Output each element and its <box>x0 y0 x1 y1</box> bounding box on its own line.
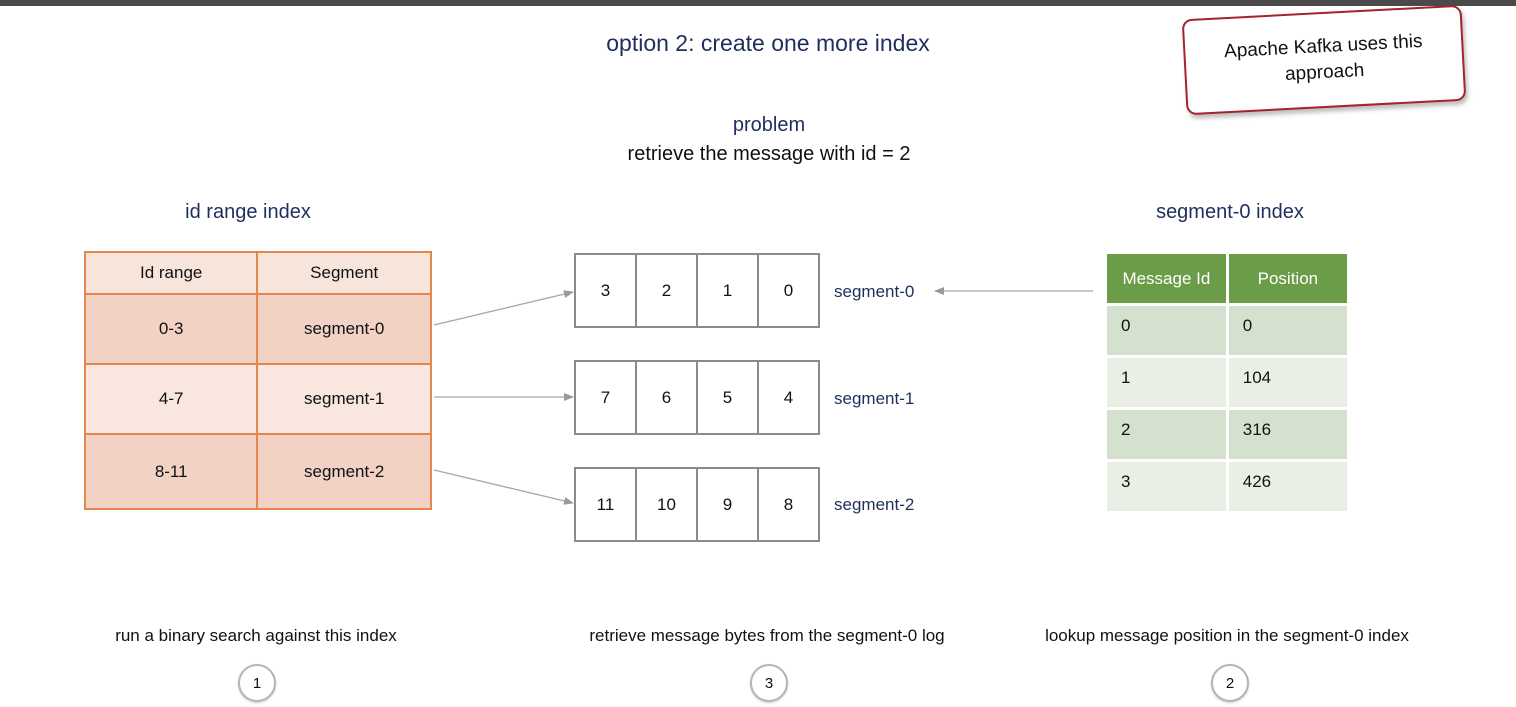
message-cell: 4 <box>783 387 794 407</box>
segment-0-label: segment-0 <box>834 282 915 301</box>
table-header: Position <box>1228 254 1347 303</box>
segment-2-log: 11 10 9 8 <box>574 467 820 542</box>
segment-0-index-table: Message Id Position 0 0 1 104 2 316 3 42… <box>1104 251 1350 514</box>
table-row: 4-7 segment-1 <box>83 363 432 435</box>
segment-2-label: segment-2 <box>834 495 915 514</box>
table-cell: 3 <box>1107 462 1226 511</box>
table-cell: 1 <box>1107 358 1226 407</box>
table-cell: 2 <box>1107 410 1226 459</box>
top-bar <box>0 0 1516 6</box>
caption-lookup-position: lookup message position in the segment-0… <box>1045 626 1409 645</box>
table-header: Id range <box>83 251 259 295</box>
table-cell: 0 <box>1107 306 1226 355</box>
table-cell: 104 <box>1228 358 1347 407</box>
message-cell: 9 <box>698 469 759 540</box>
segment-0-log: 3 2 1 0 <box>574 253 820 328</box>
table-cell: 8-11 <box>83 433 259 510</box>
step-3-badge: 3 <box>750 664 788 702</box>
message-cell: 2 <box>637 255 698 326</box>
segment-1-log: 7 6 5 4 <box>574 360 820 435</box>
message-cell: 0 <box>783 280 794 300</box>
id-range-index-table: Id range Segment 0-3 segment-0 4-7 segme… <box>83 251 432 510</box>
table-cell: 4-7 <box>83 363 259 435</box>
arrow-to-segment-0 <box>433 290 574 326</box>
segment-1-label: segment-1 <box>834 389 915 408</box>
message-cell: 7 <box>576 362 637 433</box>
slide-title: option 2: create one more index <box>606 30 930 56</box>
table-cell: 0-3 <box>83 293 259 365</box>
table-cell: segment-0 <box>256 293 432 365</box>
table-cell: segment-1 <box>256 363 432 435</box>
table-header: Segment <box>256 251 432 295</box>
table-cell: segment-2 <box>256 433 432 510</box>
table-row: 1 104 <box>1107 358 1347 407</box>
message-cell: 6 <box>637 362 698 433</box>
table-cell: 426 <box>1228 462 1347 511</box>
problem-heading: problem <box>732 114 806 136</box>
table-row: 8-11 segment-2 <box>83 433 432 510</box>
segment-0-index-title: segment-0 index <box>1156 201 1304 223</box>
caption-retrieve-bytes: retrieve message bytes from the segment-… <box>589 626 945 645</box>
step-2-badge: 2 <box>1211 664 1249 702</box>
message-cell: 1 <box>698 255 759 326</box>
message-cell: 11 <box>576 469 637 540</box>
message-cell: 5 <box>698 362 759 433</box>
table-row: 0-3 segment-0 <box>83 293 432 365</box>
message-cell: 3 <box>576 255 637 326</box>
message-cell: 8 <box>783 494 794 514</box>
arrow-to-segment-2 <box>433 469 574 505</box>
step-1-badge: 1 <box>238 664 276 702</box>
message-cell: 10 <box>637 469 698 540</box>
id-range-index-title: id range index <box>185 201 311 223</box>
table-row: 0 0 <box>1107 306 1347 355</box>
table-header: Message Id <box>1107 254 1226 303</box>
table-row: 3 426 <box>1107 462 1347 511</box>
problem-text: retrieve the message with id = 2 <box>627 143 911 165</box>
table-row: 2 316 <box>1107 410 1347 459</box>
caption-binary-search: run a binary search against this index <box>115 626 397 645</box>
table-cell: 316 <box>1228 410 1347 459</box>
table-cell: 0 <box>1228 306 1347 355</box>
